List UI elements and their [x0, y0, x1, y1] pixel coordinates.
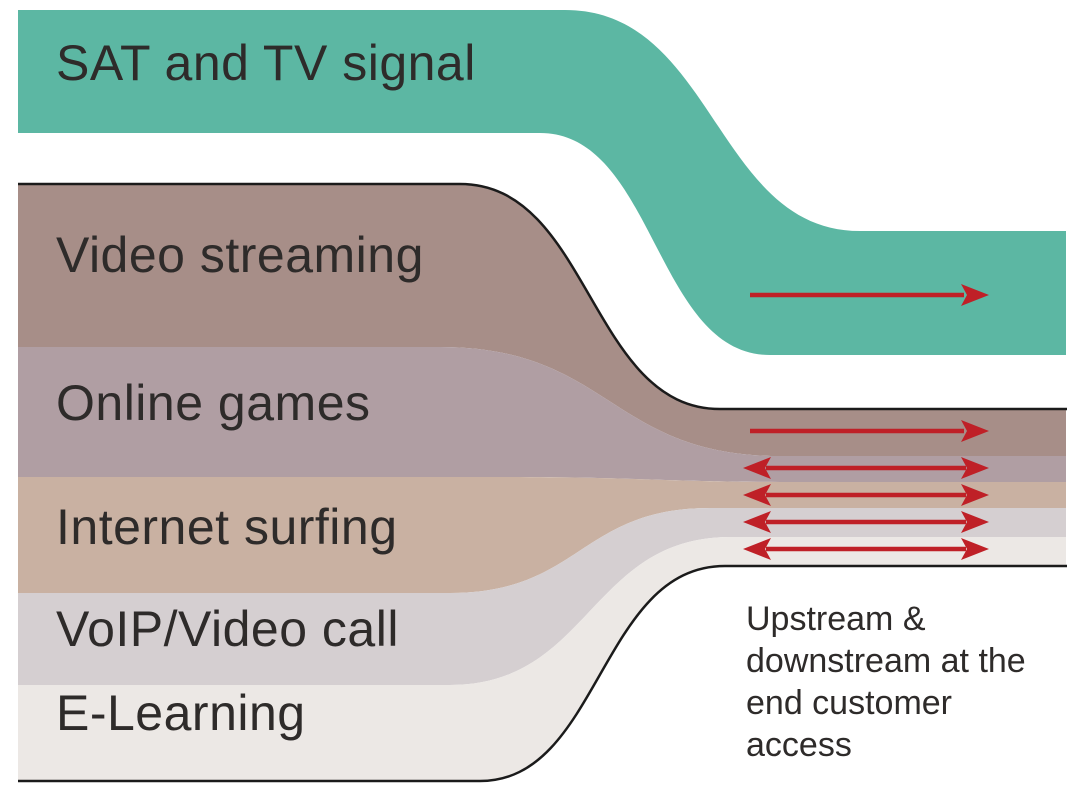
- flow-label-sat-tv: SAT and TV signal: [56, 35, 476, 91]
- flow-band-sat-tv: [18, 10, 1066, 355]
- flow-label-internet-surfing: Internet surfing: [56, 499, 398, 555]
- flow-band-video-streaming: [18, 185, 1066, 456]
- downstream-arrow-sat-tv: [750, 284, 989, 306]
- flow-label-video-streaming: Video streaming: [56, 227, 424, 283]
- flow-label-voip-video-call: VoIP/Video call: [56, 601, 399, 657]
- downstream-arrow-video-streaming: [750, 420, 989, 442]
- bidirectional-arrow-e-learning: [743, 538, 989, 560]
- bidirectional-arrow-internet-surfing: [743, 484, 989, 506]
- bundle-top-outline: [18, 182, 1067, 411]
- flow-band-e-learning: [18, 537, 1066, 780]
- bidirectional-arrow-voip-video-call: [743, 511, 989, 533]
- flow-band-internet-surfing: [18, 477, 1066, 593]
- bidirectional-arrow-online-games: [743, 457, 989, 479]
- flow-band-online-games: [18, 347, 1066, 482]
- flow-band-voip-video-call: [18, 508, 1066, 685]
- flow-label-online-games: Online games: [56, 375, 371, 431]
- flow-label-e-learning: E-Learning: [56, 685, 306, 741]
- annotation-upstream-downstream: Upstream & downstream at the end custome…: [746, 600, 1026, 764]
- bundle-bottom-outline: [18, 564, 1067, 783]
